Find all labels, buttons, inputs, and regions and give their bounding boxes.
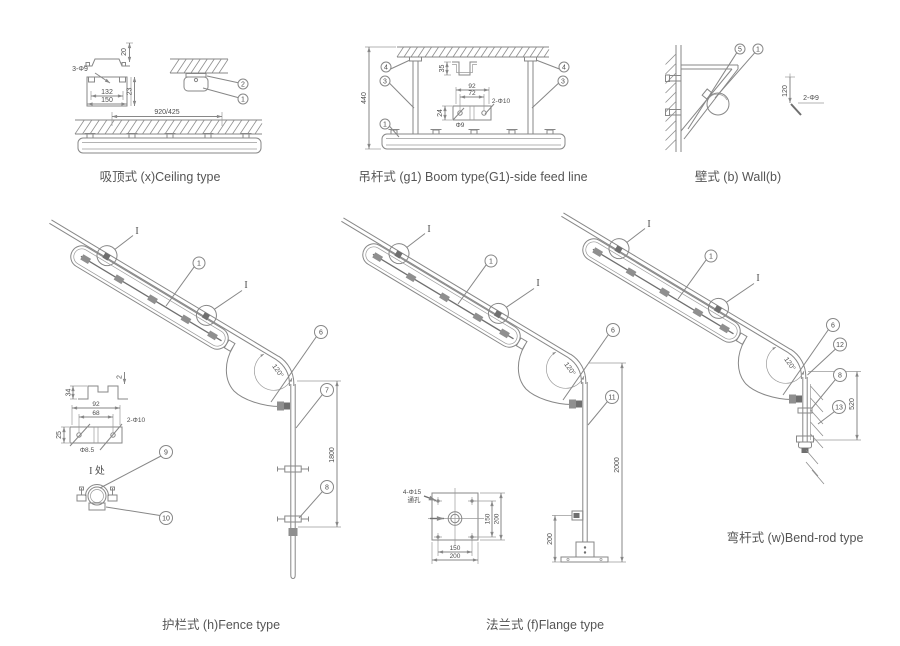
boom-dim-35: 35: [439, 65, 446, 73]
ceiling-callout-2: 2: [241, 81, 245, 88]
flange-type-diagram: 200 2000 11 4-Φ15 通孔 150 200: [330, 211, 626, 632]
bend-caption: 弯杆式 (w)Bend-rod type: [727, 530, 864, 545]
bend-wall: [805, 384, 825, 485]
boom-dim-24: 24: [437, 109, 444, 117]
boom-hole9-label: Φ9: [456, 122, 465, 129]
svg-text:1: 1: [383, 121, 387, 128]
flange-dim-2000: 2000: [588, 362, 626, 563]
flange-dim-150h: 150: [450, 545, 461, 552]
fence-hole-85: Φ8.5: [80, 447, 95, 454]
fence-dim-1800: 1800: [297, 380, 341, 528]
bend-dim-520-text: 520: [849, 398, 856, 410]
svg-text:7: 7: [325, 388, 329, 395]
flange-plan-detail: 4-Φ15 通孔 150 200 150 200: [403, 488, 505, 564]
svg-text:13: 13: [835, 405, 843, 412]
boom-channel-detail: 35: [439, 61, 477, 76]
boom-type-diagram: 440 35 92 72 24 2-Φ10 Φ9 4 3 4: [358, 46, 588, 184]
boom-dim-92: 92: [468, 83, 476, 90]
fence-channel-detail: 34 2: [66, 372, 128, 400]
ceiling-bracket-detail: 20 132 150 23 3-Φ9: [72, 42, 137, 107]
fence-callouts: 7 8: [295, 383, 334, 519]
fence-dim-92: 92: [92, 401, 100, 408]
flange-caption: 法兰式 (f)Flange type: [486, 618, 604, 632]
boom-caption: 吊杆式 (g1) Boom type(G1)-side feed line: [358, 170, 587, 184]
fence-assembly: [38, 213, 328, 410]
flange-holes: [434, 497, 476, 541]
bend-assembly: [550, 206, 840, 403]
ceiling-dim-length: 920/425: [154, 109, 179, 116]
svg-text:3: 3: [383, 78, 387, 85]
flange-pole: [560, 382, 609, 563]
fence-dim-68: 68: [92, 410, 100, 417]
boom-holes-label: 2-Φ10: [492, 98, 511, 105]
boom-dim-440: 440: [361, 46, 396, 150]
wall-caption: 壁式 (b) Wall(b): [695, 169, 781, 184]
bend-callouts: 12 8 13: [807, 337, 847, 425]
boom-callouts: 4 3 4 3 1: [379, 59, 570, 138]
ceiling-fixture-view: 920/425: [74, 109, 263, 154]
ceiling-callout-1: 1: [241, 96, 245, 103]
boom-dim-440-text: 440: [361, 92, 368, 104]
flange-dim-2000-text: 2000: [614, 457, 621, 473]
svg-text:4: 4: [384, 64, 388, 71]
flange-assembly: [330, 211, 620, 408]
flange-dim-200h: 200: [450, 553, 461, 560]
fence-dim-1800-text: 1800: [329, 447, 336, 463]
boom-ceiling-slab: [396, 46, 550, 58]
wall-holes-label: 2-Φ9: [803, 95, 819, 102]
ceiling-dim-23: 23: [127, 88, 134, 96]
ceiling-dim-150: 150: [101, 97, 113, 104]
svg-text:11: 11: [608, 395, 615, 402]
svg-text:5: 5: [738, 46, 742, 53]
svg-text:9: 9: [164, 450, 168, 457]
ceiling-caption: 吸顶式 (x)Ceiling type: [100, 170, 221, 184]
boom-plate-detail: 92 72 24 2-Φ10 Φ9: [437, 83, 510, 129]
flange-holes-note: 通孔: [408, 495, 422, 504]
ceiling-dim-132: 132: [101, 89, 113, 96]
svg-text:8: 8: [325, 485, 329, 492]
wall-lamp: [706, 92, 730, 116]
wall-dim-detail: 120 2-Φ9: [782, 73, 824, 116]
ceiling-type-diagram: 20 132 150 23 3-Φ9 2 1 920/425: [72, 42, 263, 184]
boom-rods: [409, 56, 537, 134]
svg-text:4: 4: [562, 64, 566, 71]
flange-holes-label: 4-Φ15: [403, 489, 422, 496]
flange-dim-150v: 150: [485, 513, 492, 524]
flange-dim-200: 200: [547, 515, 572, 563]
ceiling-holes-label: 3-Φ9: [72, 66, 88, 73]
boom-dim-72: 72: [468, 90, 476, 97]
bend-rod-type-diagram: 520 12 8 13 弯杆式 (w)Bend-rod type: [550, 206, 864, 545]
ceiling-dim-20: 20: [121, 48, 128, 56]
ceiling-box-detail: 2 1: [169, 58, 249, 105]
wall-dim-120: 120: [782, 85, 789, 97]
fence-clamp-detail: I 处 9 10: [76, 445, 173, 525]
wall-surface: [665, 45, 682, 152]
fence-type-diagram: 1800 7 8 34 2 92 68 25 Φ8.5 2-Φ: [38, 213, 341, 632]
bend-pole: [796, 377, 814, 453]
svg-text:1: 1: [756, 46, 760, 53]
fence-dim-25: 25: [56, 431, 63, 439]
flange-dim-200v: 200: [494, 513, 501, 524]
svg-text:10: 10: [162, 516, 170, 523]
flange-callouts: 11: [587, 390, 619, 426]
fence-pole: [277, 384, 309, 580]
fence-caption: 护栏式 (h)Fence type: [162, 617, 280, 632]
fence-holes-label: 2-Φ10: [127, 417, 146, 424]
flange-dim-200-text: 200: [547, 533, 554, 545]
fence-detail-at-label: I 处: [89, 465, 105, 477]
wall-type-diagram: 5 1 120 2-Φ9 壁式 (b) Wall(b): [665, 43, 824, 184]
wall-callouts: 5 1: [687, 43, 764, 130]
svg-text:12: 12: [836, 342, 844, 349]
svg-text:8: 8: [838, 373, 842, 380]
fence-plate-detail: 92 68 25 Φ8.5 2-Φ10: [56, 401, 145, 454]
svg-text:3: 3: [561, 78, 565, 85]
fence-dim-2: 2: [117, 375, 124, 379]
fence-dim-34: 34: [66, 389, 73, 397]
